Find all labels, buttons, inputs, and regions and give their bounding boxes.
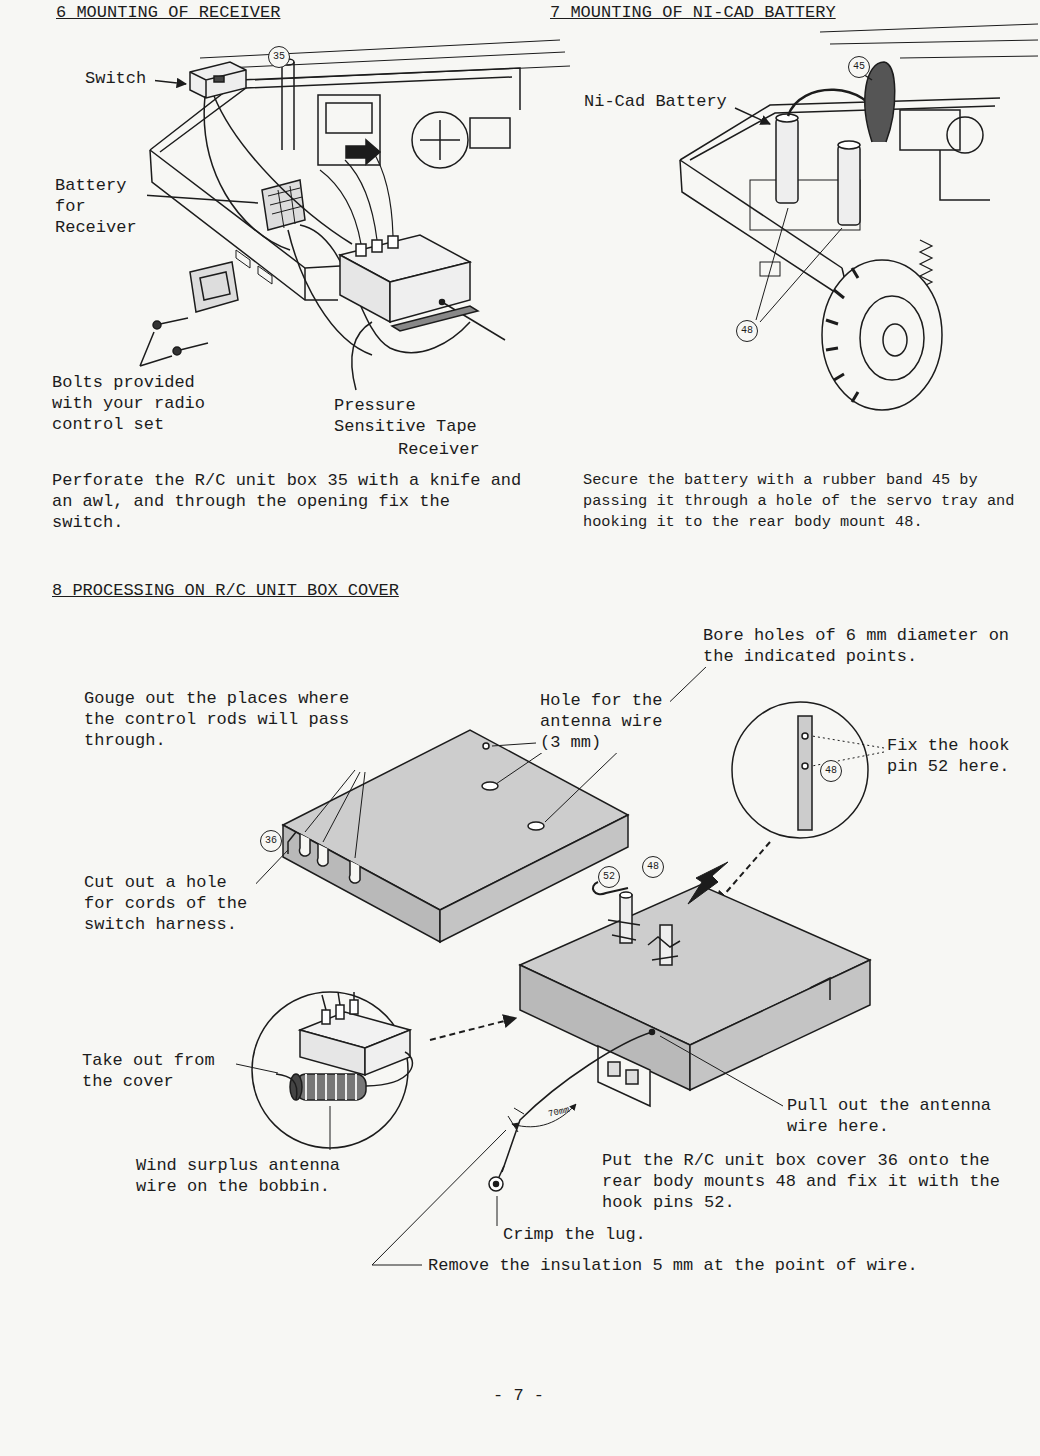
instruction-note: Pull out the antenna wire here. — [787, 1095, 1005, 1137]
dimension-label: 70mm — [547, 1102, 580, 1119]
section-heading: 7 MOUNTING OF NI-CAD BATTERY — [550, 2, 890, 23]
instruction-note: Crimp the lug. — [503, 1224, 663, 1245]
instruction-note: Bore holes of 6 mm diameter on the indic… — [703, 625, 1025, 667]
callout-number: 48 — [736, 320, 758, 342]
instruction-note: Gouge out the places where the control r… — [84, 688, 369, 751]
receiver-illustration — [140, 40, 570, 390]
section-heading: 6 MOUNTING OF RECEIVER — [56, 2, 356, 23]
section-heading: 8 PROCESSING ON R/C UNIT BOX COVER — [52, 580, 442, 601]
instruction-note: Cut out a hole for cords of the switch h… — [84, 872, 256, 935]
part-label: Bolts provided with your radio control s… — [52, 372, 218, 435]
part-label: Switch — [85, 68, 155, 89]
part-label: Battery for Receiver — [55, 175, 147, 238]
callout-number: 48 — [820, 760, 842, 782]
callout-number: 35 — [268, 46, 290, 68]
instruction-note: Remove the insulation 5 mm at the point … — [428, 1255, 973, 1276]
instruction-note: Put the R/C unit box cover 36 onto the r… — [602, 1150, 1027, 1213]
callout-number: 45 — [848, 56, 870, 78]
part-label: Pressure Sensitive Tape — [334, 395, 484, 437]
instruction-note: Perforate the R/C unit box 35 with a kni… — [52, 470, 527, 533]
part-label: Receiver — [398, 439, 488, 460]
callout-number: 36 — [260, 830, 282, 852]
callout-number: 48 — [642, 856, 664, 878]
part-label: Ni-Cad Battery — [584, 91, 734, 112]
instruction-note: Take out from the cover — [82, 1050, 227, 1092]
callout-number: 52 — [598, 866, 620, 888]
battery-illustration — [680, 24, 1038, 410]
page-number: - 7 - — [493, 1385, 563, 1406]
instruction-note: Fix the hook pin 52 here. — [887, 735, 1017, 777]
instruction-note: Hole for the antenna wire (3 mm) — [540, 690, 670, 753]
instruction-note: Secure the battery with a rubber band 45… — [583, 470, 1038, 533]
instruction-note: Wind surplus antenna wire on the bobbin. — [136, 1155, 354, 1197]
